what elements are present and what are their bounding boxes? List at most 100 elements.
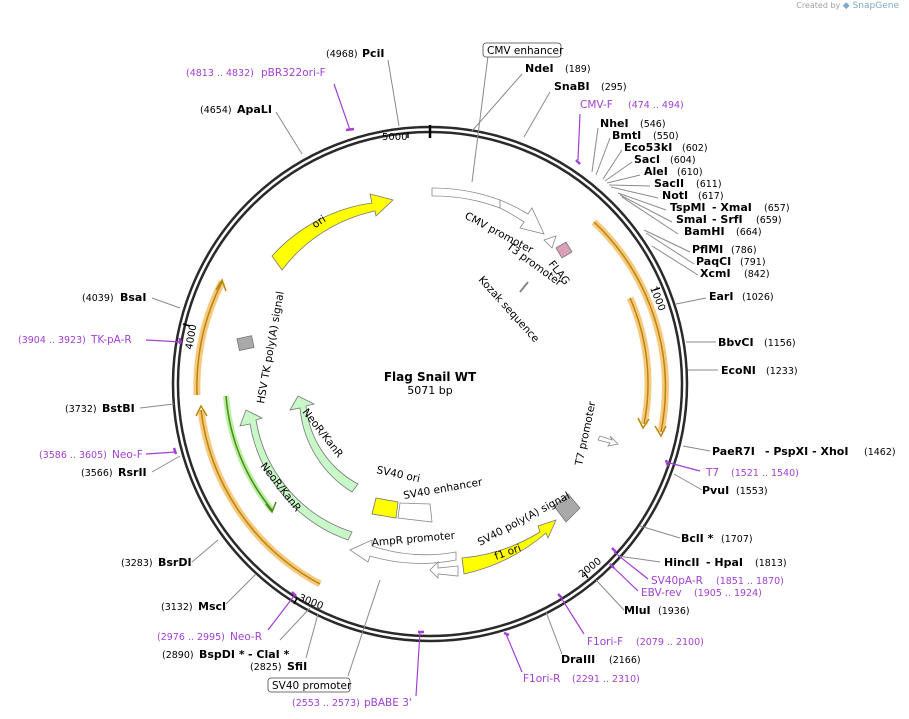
enzyme-bstbi: BstBI xyxy=(102,402,135,415)
sv40-promoter-label: SV40 promoter xyxy=(272,680,352,692)
ampr-promoter-small xyxy=(429,561,459,579)
t7-promoter-label: T7 promoter xyxy=(573,400,599,468)
sv40-enhancer-feature xyxy=(397,502,433,523)
plasmid-size: 5071 bp xyxy=(407,384,452,397)
enzyme-pos-mlui: (1936) xyxy=(658,606,690,617)
enzyme-pos-bmti: (550) xyxy=(653,131,679,142)
enzyme-hpai: - HpaI xyxy=(706,556,743,569)
sv40-polya-feature xyxy=(553,493,581,523)
primer-cmv-f: CMV-F xyxy=(580,99,613,111)
sv40-ori-label: SV40 ori xyxy=(375,464,421,485)
primer-leader-lines xyxy=(145,83,701,697)
primer-sv40pa-r: SV40pA-R xyxy=(651,575,703,587)
enzyme-bamhi: BamHI xyxy=(684,225,725,238)
kozak-feature xyxy=(519,281,529,293)
enzyme-pos-noti: (617) xyxy=(698,191,724,202)
f1-ori-label: f1 ori xyxy=(493,542,523,563)
orf-arrowhead-upper-left xyxy=(215,278,227,292)
sv40-ori-feature xyxy=(371,497,399,519)
enzyme-snabi: SnaBI xyxy=(554,80,590,93)
primer-range-tk-pa-r: (3904 .. 3923) xyxy=(18,335,86,346)
enzyme-leader-lines xyxy=(139,59,718,659)
enzyme-tspmi: TspMI xyxy=(670,201,706,214)
enzyme-pspxi-xhoi: - PspXI - XhoI xyxy=(765,445,848,458)
ampr-promoter-label: AmpR promoter xyxy=(371,530,456,549)
enzyme-pos-ndei: (189) xyxy=(565,64,591,75)
enzyme-paer7i: PaeR7I xyxy=(712,445,755,458)
ampr-promoter-feature xyxy=(349,539,457,564)
enzyme-srfi: - SrfI xyxy=(712,213,743,226)
t3-promoter-feature xyxy=(543,235,557,249)
neor-kanr-inner-feature xyxy=(289,395,359,493)
primer-range-sv40pa-r: (1851 .. 1870) xyxy=(716,576,784,587)
svg-text:4000: 4000 xyxy=(184,324,199,351)
enzyme-bmti: BmtI xyxy=(612,129,641,142)
primer-ebv-rev: EBV-rev xyxy=(641,587,682,599)
enzyme-apali: ApaLI xyxy=(237,103,272,116)
primer-range-neo-r: (2976 .. 2995) xyxy=(157,632,225,643)
enzyme-paqci: PaqCI xyxy=(696,255,731,268)
enzyme-pos-eco53ki: (602) xyxy=(682,143,708,154)
enzyme-noti: NotI xyxy=(662,189,688,202)
orf-arrow-green xyxy=(225,395,273,511)
snapgene-watermark: Created by ◆ SnapGene xyxy=(796,1,899,11)
enzyme-pos-bbvci: (1156) xyxy=(764,338,796,349)
enzyme-xmai: - XmaI xyxy=(712,201,752,214)
enzyme-pos-hincii: (1813) xyxy=(755,558,787,569)
enzyme-pos-bcli: (1707) xyxy=(721,534,753,545)
cmv-promoter-arrow xyxy=(499,199,545,235)
sv40-promoter-box xyxy=(267,677,351,693)
primer-range-f1ori-r: (2291 .. 2310) xyxy=(572,674,640,685)
kozak-label: Kozak sequence xyxy=(476,274,542,345)
plasmid-name: Flag Snail WT xyxy=(384,370,477,384)
enzyme-pos-apali: (4654) xyxy=(200,105,232,116)
enzyme-pos-pvui: (1553) xyxy=(736,486,768,497)
tick-4000: 4000 xyxy=(182,323,199,351)
primer-range-cmv-f: (474 .. 494) xyxy=(628,100,684,111)
enzyme-bsrdi: BsrDI xyxy=(158,556,192,569)
enzyme-pos-pflmi: (786) xyxy=(731,245,757,256)
primer-pbr322ori-f: pBR322ori-F xyxy=(261,67,326,79)
enzyme-pos-smai: (659) xyxy=(756,215,782,226)
primer-labels: (4813 .. 4832) pBR322ori-F CMV-F (474 ..… xyxy=(18,67,799,709)
enzyme-eari: EarI xyxy=(709,290,733,303)
enzyme-pos-sacii: (611) xyxy=(696,179,722,190)
enzyme-saci: SacI xyxy=(634,153,660,166)
primer-range-f1ori-f: (2079 .. 2100) xyxy=(636,637,704,648)
primer-f1ori-r: F1ori-R xyxy=(523,673,560,685)
orf-arrowhead-right-inner xyxy=(637,417,650,430)
enzyme-pos-rsrii: (3566) xyxy=(81,468,113,479)
enzyme-pflmi: PflMI xyxy=(692,243,723,256)
orf-arrow-right-inner xyxy=(629,297,649,425)
orf-arrowhead-left xyxy=(195,404,208,417)
neor-kanr-outer-label: NeoR/KanR xyxy=(258,460,304,514)
enzyme-pos-nhei: (546) xyxy=(640,119,666,130)
enzyme-pos-bamhi: (664) xyxy=(736,227,762,238)
primer-t7: T7 xyxy=(705,467,719,479)
enzyme-pos-xcmi: (842) xyxy=(744,269,770,280)
ori-feature xyxy=(271,193,394,271)
enzyme-bsai: BsaI xyxy=(120,291,146,304)
enzyme-xcmi: XcmI xyxy=(700,267,731,280)
hsv-tk-polya-feature xyxy=(236,335,255,352)
primer-range-t7: (1521 .. 1540) xyxy=(731,468,799,479)
enzyme-hincii: HincII xyxy=(664,556,700,569)
enzyme-sacii: SacII xyxy=(654,177,684,190)
enzyme-pos-eari: (1026) xyxy=(742,292,774,303)
enzyme-pos-saci: (604) xyxy=(670,155,696,166)
enzyme-pos-alei: (610) xyxy=(677,167,703,178)
enzyme-nhei: NheI xyxy=(600,117,629,130)
orf-highlight-upper-left xyxy=(193,280,226,396)
enzyme-bspdi: BspDI * xyxy=(199,648,245,661)
orf-arrowhead-green xyxy=(265,501,277,514)
enzyme-alei: AleI xyxy=(644,165,668,178)
enzyme-mlui: MluI xyxy=(624,604,651,617)
enzyme-pvui: PvuI xyxy=(702,484,729,497)
primer-f1ori-f: F1ori-F xyxy=(587,636,623,648)
svg-text:3000: 3000 xyxy=(297,593,325,613)
enzyme-labels: (4968) PciI (4654) ApaLI NdeI (189) SnaB… xyxy=(65,47,896,673)
enzyme-bcli: BclI * xyxy=(681,532,714,545)
primer-tk-pa-r: TK-pA-R xyxy=(90,334,132,346)
enzyme-pos-msci: (3132) xyxy=(161,602,193,613)
